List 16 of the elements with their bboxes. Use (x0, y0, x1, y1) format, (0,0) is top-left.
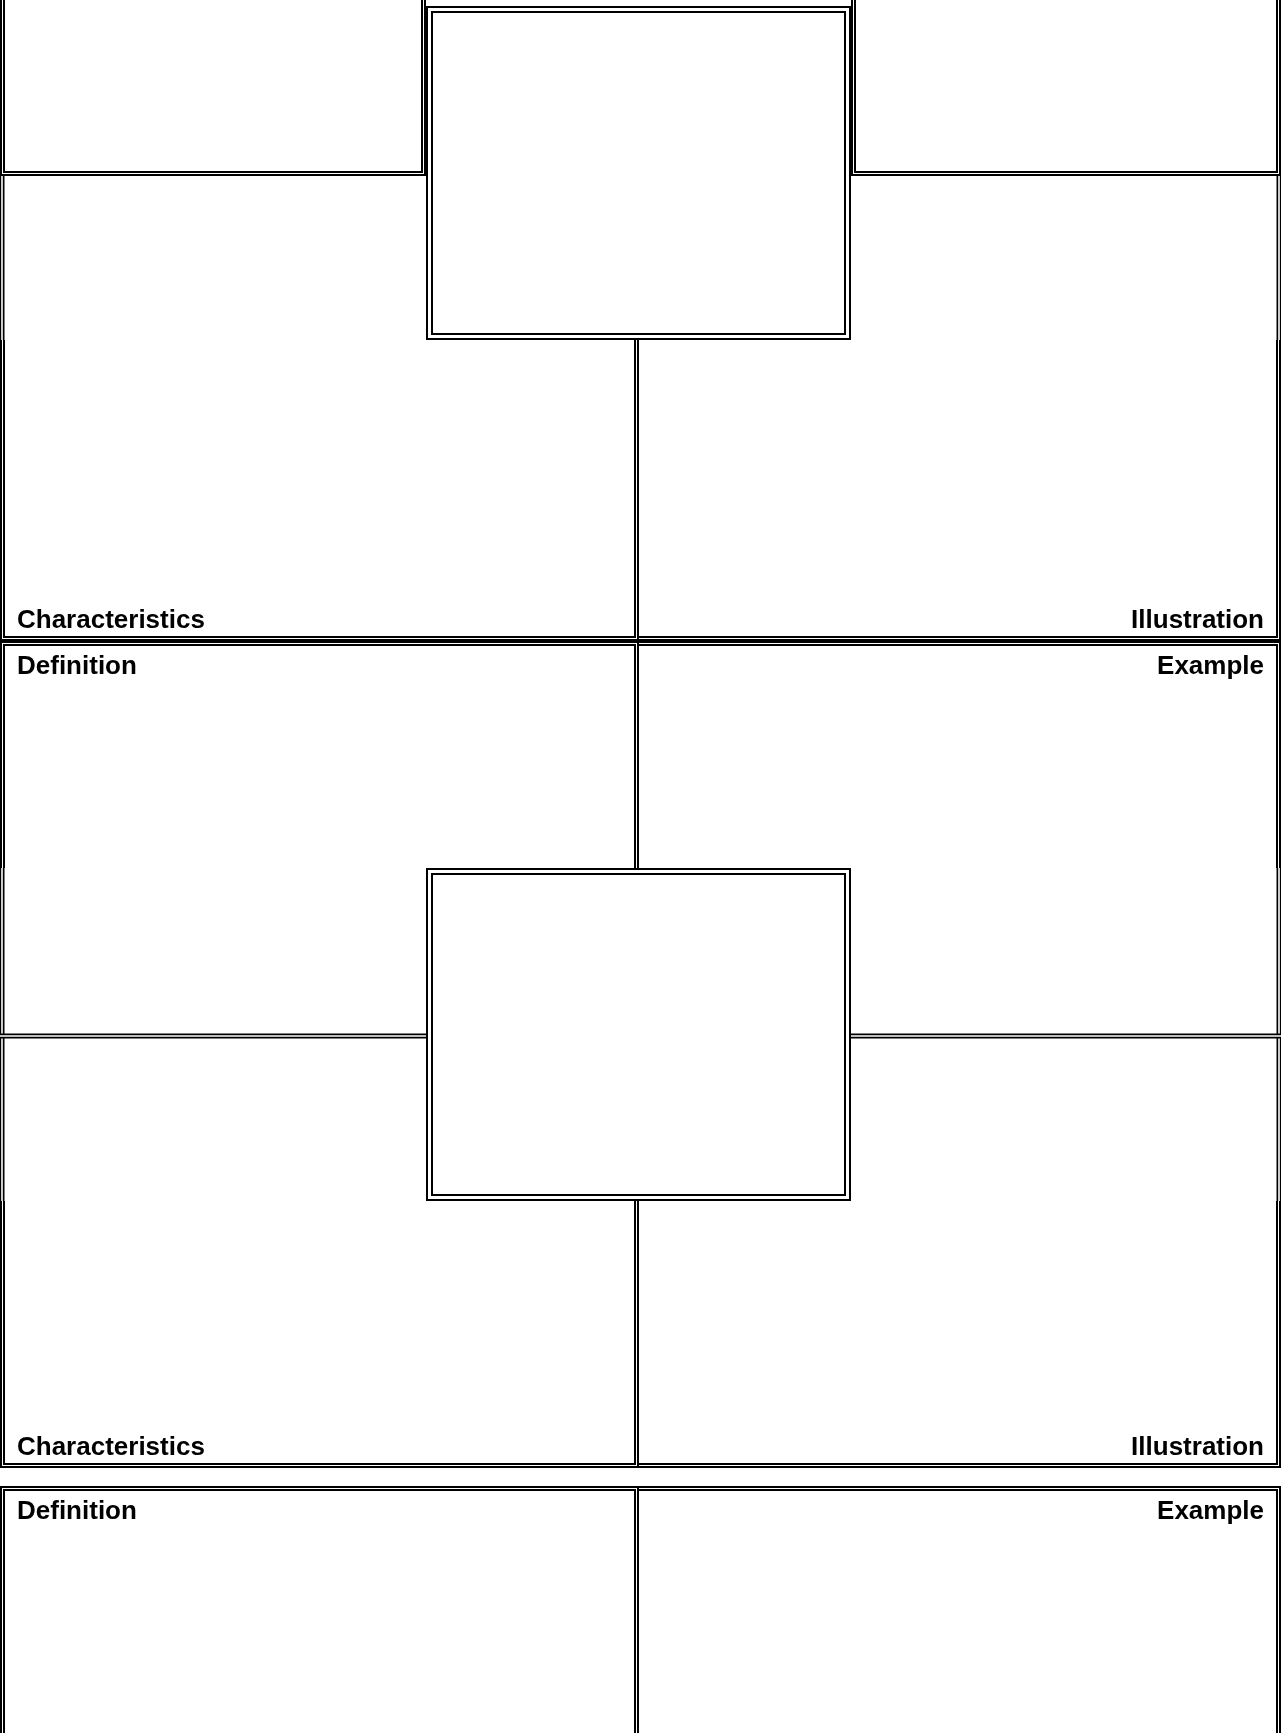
quadrant-box (639, 1201, 1281, 1468)
center-box (426, 6, 851, 340)
quadrant-label: Example (1157, 650, 1264, 680)
quadrant-box (0, 340, 639, 641)
quadrant-box (639, 340, 1281, 641)
quadrant-box (639, 1486, 1281, 1733)
quadrant-box (0, 1201, 639, 1468)
center-box (426, 868, 851, 1201)
quadrant-label: Illustration (1131, 1431, 1264, 1461)
quadrant-box (0, 1486, 639, 1733)
quadrant-label: Definition (17, 1495, 137, 1525)
quadrant-label: Illustration (1131, 604, 1264, 634)
quadrant-label: Characteristics (17, 1431, 205, 1461)
quadrant-label: Example (1157, 1495, 1264, 1525)
quadrant-label: Characteristics (17, 604, 205, 634)
quadrant-label: Definition (17, 650, 137, 680)
